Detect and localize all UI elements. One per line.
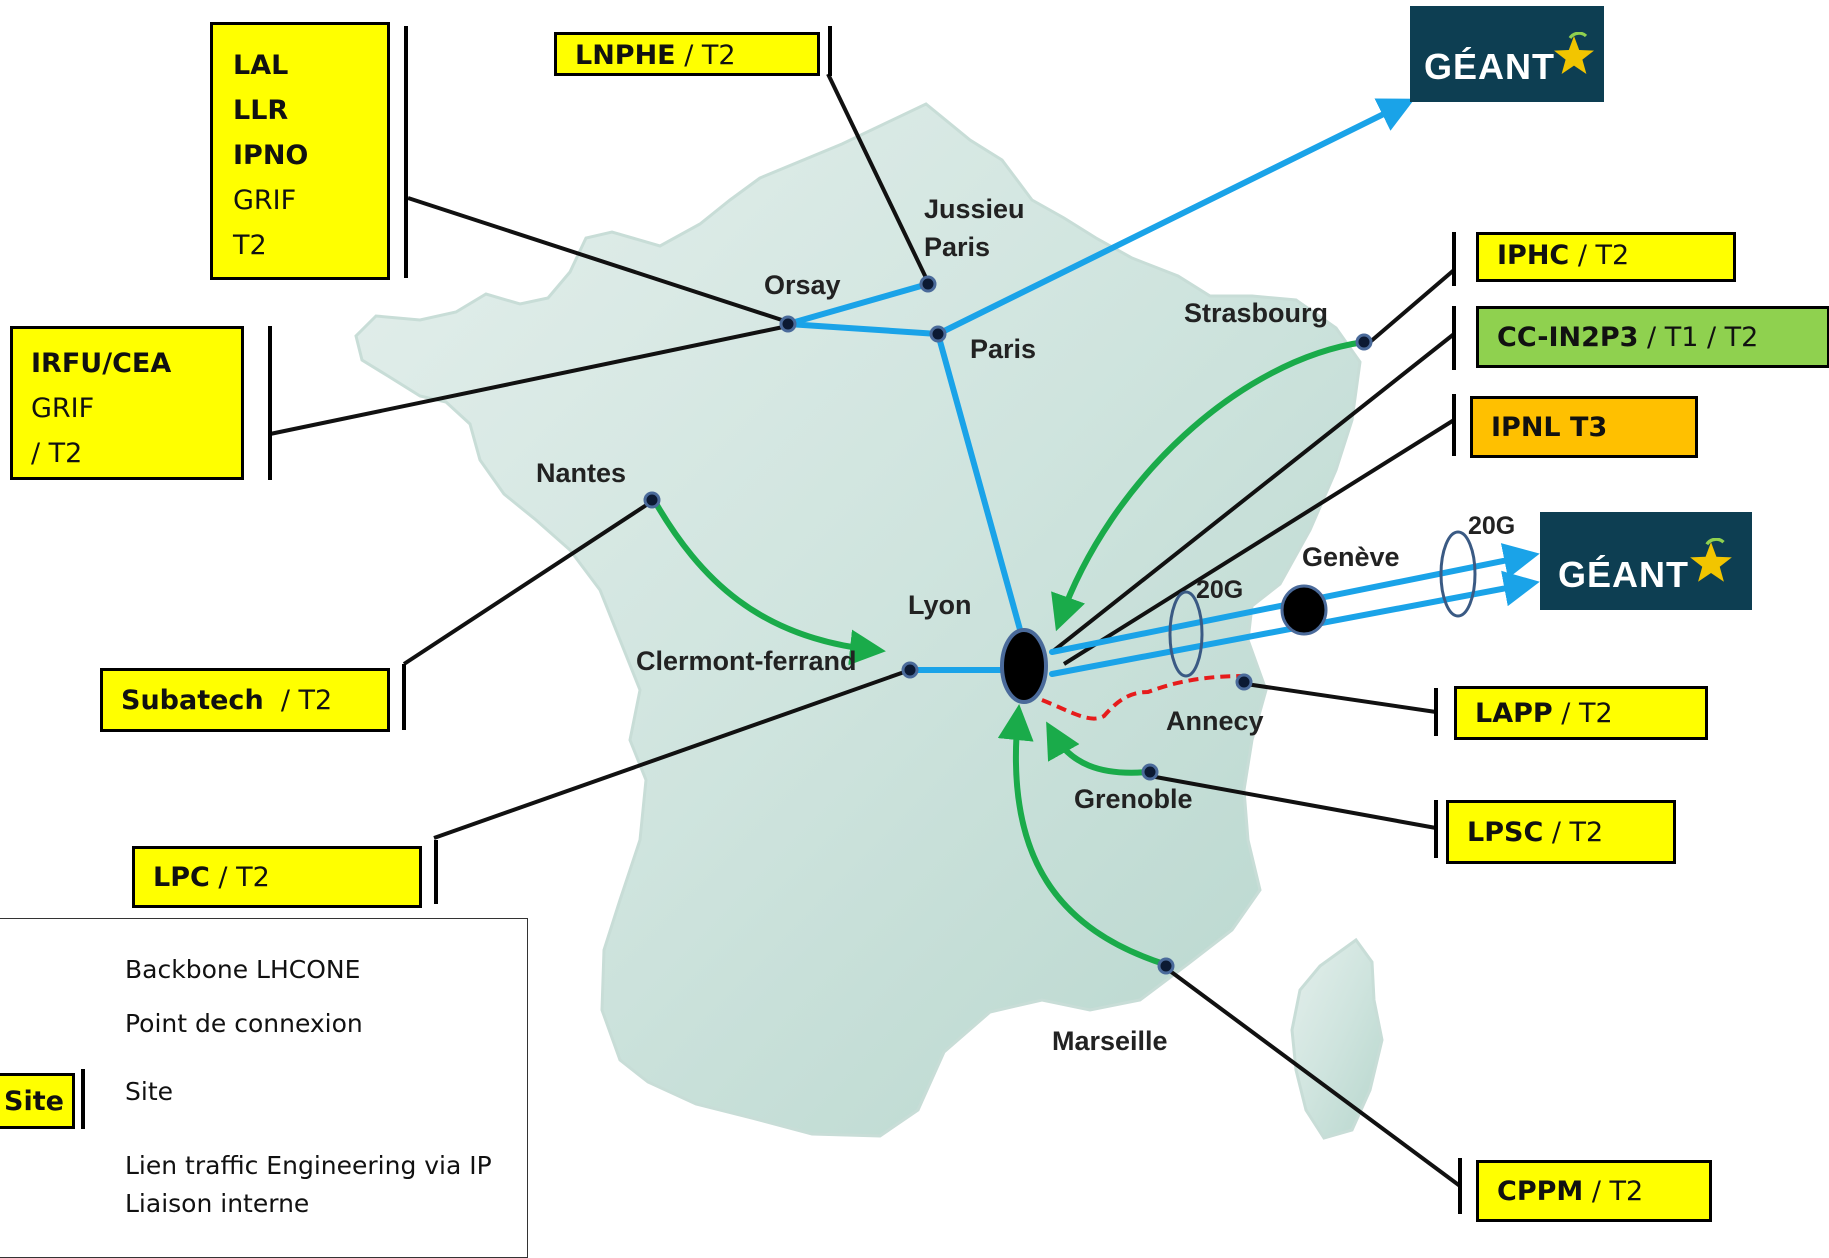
site-name-subatech: Subatech	[121, 685, 264, 716]
site-box-bar	[1452, 232, 1456, 286]
node-dot-icon	[929, 325, 947, 343]
site-box-bar	[404, 26, 408, 278]
capacity-ring-2	[1439, 530, 1477, 618]
legend-site-label: Site	[125, 1077, 173, 1106]
site-box-bar	[1434, 688, 1438, 736]
site-group-grif: GRIF	[233, 185, 297, 216]
site-tier: / T2	[1583, 1176, 1644, 1207]
map-legend: Backbone LHCONE Point de connexion Site …	[0, 918, 528, 1258]
city-label-strasbourg: Strasbourg	[1184, 298, 1328, 328]
city-label-paris: Paris	[970, 334, 1036, 364]
site-box-lal-group: LAL LLR IPNO GRIF T2	[210, 22, 390, 280]
capacity-label-2: 20G	[1468, 512, 1515, 540]
geant-logo-top: GÉANT	[1410, 6, 1604, 102]
geneve-hub-node	[1280, 584, 1328, 636]
site-name-iphc: IPHC	[1497, 240, 1570, 271]
node-dot-icon	[1157, 957, 1175, 975]
city-label-annecy: Annecy	[1166, 706, 1264, 736]
lyon-hub-node	[1000, 628, 1048, 704]
site-box-bar	[434, 840, 438, 904]
site-tier: T2	[233, 230, 267, 261]
city-label-orsay: Orsay	[764, 270, 841, 300]
node-dot-icon	[779, 315, 797, 333]
site-name-lnphe: LNPHE	[575, 40, 676, 71]
star-icon	[1554, 32, 1594, 74]
node-dot-icon	[901, 661, 919, 679]
city-label-nantes: Nantes	[536, 458, 626, 488]
capacity-ring-1	[1168, 590, 1204, 678]
city-label-geneve: Genève	[1302, 542, 1400, 572]
site-tier: / T2	[31, 438, 83, 469]
site-box-lnphe: LNPHE / T2	[554, 32, 820, 76]
site-name-ipno: IPNO	[233, 140, 309, 171]
site-box-ipnl: IPNL T3	[1470, 396, 1698, 458]
site-box-bar	[268, 326, 272, 480]
capacity-label-1: 20G	[1196, 576, 1243, 604]
site-name-lpsc: LPSC	[1467, 817, 1544, 848]
site-box-subatech: Subatech / T2	[100, 668, 390, 732]
site-name-lpc: LPC	[153, 862, 210, 893]
traffic-engineering-links	[651, 339, 1367, 967]
node-dot-icon	[1355, 333, 1373, 351]
node-dot-icon	[643, 491, 661, 509]
site-box-irfu: IRFU/CEA GRIF / T2	[10, 326, 244, 480]
legend-internal-label: Liaison interne	[125, 1189, 310, 1218]
site-connector-lines	[269, 73, 1462, 1188]
site-name-cppm: CPPM	[1497, 1176, 1584, 1207]
node-dot-icon	[919, 275, 937, 293]
city-label-marseille: Marseille	[1052, 1026, 1168, 1056]
site-tier: / T1 / T2	[1638, 322, 1759, 353]
site-tier: / T2	[675, 40, 736, 71]
city-label-grenoble: Grenoble	[1074, 784, 1193, 814]
geant-logo-bottom: GÉANT	[1540, 512, 1752, 610]
geant-logo-text: GÉANT	[1558, 554, 1689, 595]
node-dot-icon	[1235, 673, 1253, 691]
site-box-bar	[1452, 394, 1456, 456]
site-tier: / T2	[209, 862, 270, 893]
site-name-irfu: IRFU/CEA	[31, 348, 172, 379]
site-name-llr: LLR	[233, 95, 289, 126]
node-dot-icon	[1141, 763, 1159, 781]
site-box-iphc: IPHC / T2	[1476, 232, 1736, 282]
site-box-cppm: CPPM / T2	[1476, 1160, 1712, 1222]
site-group-grif: GRIF	[31, 393, 95, 424]
site-box-bar	[1458, 1158, 1462, 1214]
site-box-bar	[1434, 800, 1438, 858]
site-tier: / T2	[1552, 698, 1613, 729]
connection-points	[643, 275, 1373, 975]
city-label-jussieu-paris: Paris	[924, 232, 990, 262]
site-tier: / T2	[1543, 817, 1604, 848]
star-icon	[1690, 538, 1732, 582]
site-box-lapp: LAPP / T2	[1454, 686, 1708, 740]
site-tier: / T2	[263, 685, 333, 716]
city-label-clermont: Clermont-ferrand	[636, 646, 857, 676]
legend-point-label: Point de connexion	[125, 1009, 363, 1038]
legend-site-box: Site	[0, 1073, 75, 1129]
site-box-bar	[828, 26, 832, 76]
site-box-bar	[402, 664, 406, 730]
internal-link-line	[1041, 674, 1245, 721]
legend-backbone-label: Backbone LHCONE	[125, 955, 361, 984]
site-name-lapp: LAPP	[1475, 698, 1553, 729]
site-tier: / T2	[1569, 240, 1630, 271]
site-name-ccin2p3: CC-IN2P3	[1497, 322, 1639, 353]
city-label-lyon: Lyon	[908, 590, 972, 620]
site-box-lpsc: LPSC / T2	[1446, 800, 1676, 864]
site-name-ipnl: IPNL T3	[1491, 412, 1608, 443]
legend-traffic-label: Lien traffic Engineering via IP	[125, 1151, 492, 1180]
site-box-bar	[1452, 306, 1456, 370]
corsica-shape	[1290, 937, 1384, 1140]
legend-site-bar	[81, 1069, 85, 1129]
geant-logo-text: GÉANT	[1424, 46, 1555, 87]
city-label-jussieu: Jussieu	[924, 194, 1025, 224]
site-box-ccin2p3: CC-IN2P3 / T1 / T2	[1476, 306, 1829, 368]
legend-site-box-label: Site	[4, 1086, 64, 1117]
site-box-lpc: LPC / T2	[132, 846, 422, 908]
site-name-lal: LAL	[233, 50, 289, 81]
